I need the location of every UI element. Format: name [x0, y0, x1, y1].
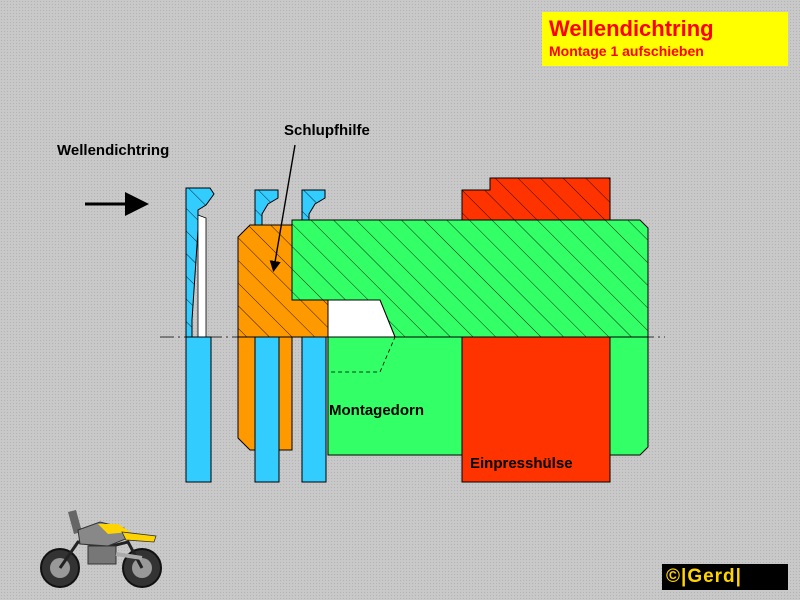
seal-ring-left: [185, 187, 215, 483]
press-sleeve-upper: [461, 177, 611, 221]
motorcycle-icon: [40, 510, 162, 588]
title-box: Wellendichtring Montage 1 aufschieben: [542, 12, 788, 66]
pointer-arrow-icon: [269, 144, 296, 273]
label-press-sleeve: Einpresshülse: [470, 455, 573, 472]
copyright-logo: ©|Gerd|: [662, 564, 788, 590]
mandrel-hidden-line: [328, 336, 396, 373]
seal-ring-middle: [254, 189, 280, 483]
press-sleeve-lower: [461, 336, 611, 483]
title-main: Wellendichtring: [549, 16, 714, 41]
title-subtitle: Montage 1 aufschieben: [549, 43, 704, 59]
label-seal: Wellendichtring: [57, 142, 170, 159]
seal-ring-right: [301, 189, 327, 483]
slip-aid-upper: [237, 224, 329, 338]
label-mandrel: Montagedorn: [329, 402, 424, 419]
label-slip-aid: Schlupfhilfe: [284, 122, 370, 139]
